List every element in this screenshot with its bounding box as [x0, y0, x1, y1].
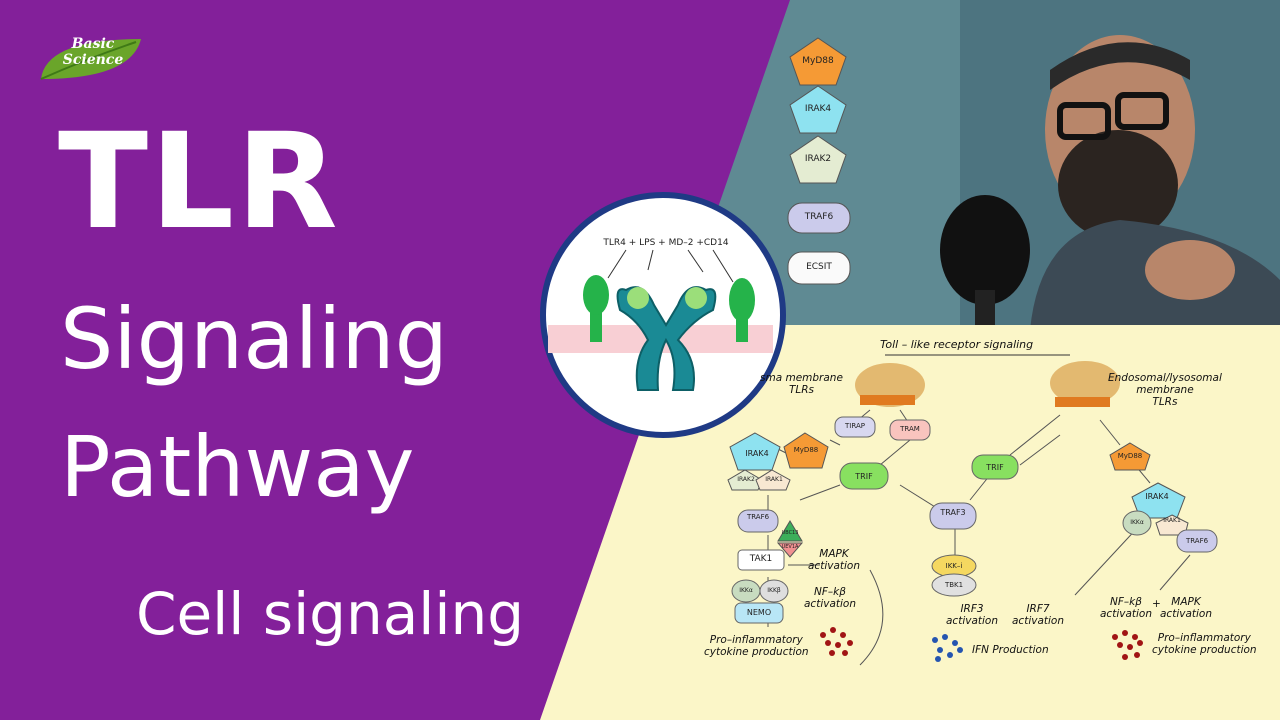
nemo-node: [734, 602, 784, 624]
legend-irak2: IRAK2: [804, 154, 832, 164]
trif-mid-node: [971, 454, 1019, 480]
subtitle: Cell signaling: [136, 580, 525, 648]
tirap-node: [834, 416, 876, 438]
text-mapk-right: MAPK activation: [1160, 596, 1213, 620]
lbl-ikka-right: IKKα: [1130, 519, 1144, 526]
text-pro-left: Pro–inflammatory cytokine production: [704, 634, 809, 658]
text-ifn: IFN Production: [972, 644, 1049, 656]
tbk1-node: [931, 573, 977, 597]
diagram-title: Toll – like receptor signaling: [880, 338, 1034, 351]
cytokine-dots-left: [820, 627, 853, 656]
lbl-irak4: IRAK4: [745, 449, 769, 458]
endo-label: Endosomal/lysosomal membrane TLRs: [1108, 372, 1222, 408]
traf6-node: [737, 509, 779, 533]
md2-right: [685, 287, 707, 309]
ikkb-node: [759, 579, 789, 603]
cd14-left: [583, 275, 609, 315]
basic-science-logo: [40, 39, 141, 80]
tram-node: [889, 419, 931, 441]
trif-left-node: [839, 462, 889, 490]
text-plus: +: [1152, 598, 1161, 610]
lbl-ikka: IKKα: [739, 587, 753, 594]
ecsit-pill: [787, 251, 851, 285]
legend-myd88: MyD88: [802, 56, 834, 66]
legend-traf6: TRAF6: [804, 212, 834, 222]
logo-text: Basic Science: [58, 36, 128, 68]
myd88-node: [783, 432, 829, 469]
traf6-right-node: [1176, 529, 1218, 553]
irak2-pentagon: [789, 135, 847, 184]
text-nfkb: NF–kβ activation: [804, 586, 857, 610]
text-pro-right: Pro–inflammatory cytokine production: [1152, 632, 1257, 656]
ifn-dots: [932, 634, 963, 662]
lbl-irak4-right: IRAK4: [1145, 492, 1169, 501]
uev1a-node: [776, 542, 804, 558]
lbl-irak1-right: IRAK1: [1163, 517, 1181, 524]
myd88-pentagon: [789, 37, 847, 86]
traf6-pill: [787, 202, 851, 234]
lbl-myd88: MyD88: [793, 446, 819, 454]
lbl-traf6-right: TRAF6: [1185, 537, 1209, 545]
text-nfkb-right: NF–kβ activation: [1100, 596, 1153, 620]
title-line-3: Pathway: [60, 418, 415, 516]
irak1-node: [755, 469, 791, 491]
lbl-irak1: IRAK1: [765, 476, 783, 483]
tak1-node: [737, 549, 785, 571]
tlr4-inset: [540, 192, 786, 438]
inset-label: TLR4 + LPS + MD–2 +CD14: [603, 238, 729, 248]
cd14-right: [729, 278, 755, 322]
lbl-trif-left: TRIF: [855, 472, 873, 481]
myd88-right-node: [1109, 442, 1151, 471]
purple-panel: [0, 0, 790, 720]
legend-shapes: [787, 37, 851, 285]
lbl-traf6: TRAF6: [746, 513, 770, 521]
title-line-2: Signaling: [60, 290, 448, 388]
text-irf3: IRF3 activation: [946, 603, 999, 627]
traf3-node: [929, 502, 977, 530]
tlr-diagram: [727, 354, 1218, 666]
lbl-ikkb: IKKβ: [767, 587, 781, 594]
logo-line1: Basic: [71, 36, 115, 52]
lbl-trif-mid: TRIF: [986, 463, 1004, 472]
lbl-irak2: IRAK2: [737, 476, 755, 483]
text-irf7: IRF7 activation: [1012, 603, 1065, 627]
legend-irak4: IRAK4: [804, 104, 832, 114]
irak4-node: [729, 432, 781, 471]
legend-ecsit: ECSIT: [806, 262, 832, 272]
text-mapk: MAPK activation: [808, 548, 861, 572]
plasma-label: sma membrane TLRs: [760, 372, 843, 396]
ubc13-node: [777, 520, 803, 542]
presenter-photo: [940, 0, 1280, 330]
lbl-traf3: TRAF3: [940, 508, 966, 517]
ikka-right-node: [1122, 510, 1152, 536]
lbl-ikki: IKK–i: [945, 562, 963, 570]
lbl-tirap: TIRAP: [845, 422, 865, 430]
lbl-ubc13: UBC13: [781, 530, 799, 536]
lbl-myd88-right: MyD88: [1117, 452, 1143, 460]
lbl-tak1: TAK1: [749, 554, 773, 564]
lbl-uev1a: UEV1A: [781, 544, 799, 550]
irak1-right-node: [1155, 514, 1189, 536]
md2-left: [627, 287, 649, 309]
logo-line2: Science: [62, 52, 124, 68]
lbl-nemo: NEMO: [746, 608, 772, 617]
irak4-pentagon: [789, 85, 847, 134]
title-line-1: TLR: [58, 105, 340, 259]
lbl-tram: TRAM: [900, 425, 920, 433]
irak4-right-node: [1131, 482, 1186, 519]
lbl-tbk1: TBK1: [944, 581, 964, 589]
receptor-right: [1050, 361, 1120, 407]
receptor-left: [855, 363, 925, 407]
cytokine-dots-right: [1112, 630, 1143, 660]
